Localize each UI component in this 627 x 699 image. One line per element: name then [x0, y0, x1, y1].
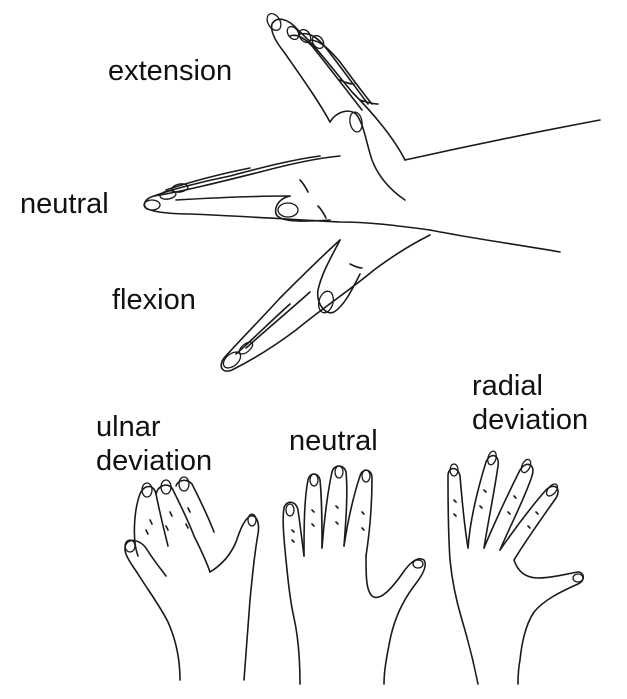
- ulnar-deviation-label-line2: deviation: [96, 444, 212, 478]
- neutral-hand-icon: [283, 466, 425, 684]
- extension-label: extension: [108, 54, 232, 88]
- neutral-label-top: neutral: [20, 187, 109, 221]
- radial-deviation-label: radial deviation: [472, 369, 588, 437]
- neutral-hand-icon-top: [144, 156, 430, 230]
- extension-hand: [264, 11, 405, 200]
- ulnar-deviation-hand-icon: [125, 477, 259, 680]
- radial-deviation-label-line1: radial: [472, 369, 588, 403]
- radial-deviation-hand-icon: [448, 450, 583, 684]
- flexion-label: flexion: [112, 283, 196, 317]
- radial-deviation-label-line2: deviation: [472, 403, 588, 437]
- flexion-hand: [220, 235, 430, 371]
- ulnar-deviation-label-line1: ulnar: [96, 410, 212, 444]
- neutral-label-bottom: neutral: [289, 424, 378, 458]
- ulnar-deviation-label: ulnar deviation: [96, 410, 212, 478]
